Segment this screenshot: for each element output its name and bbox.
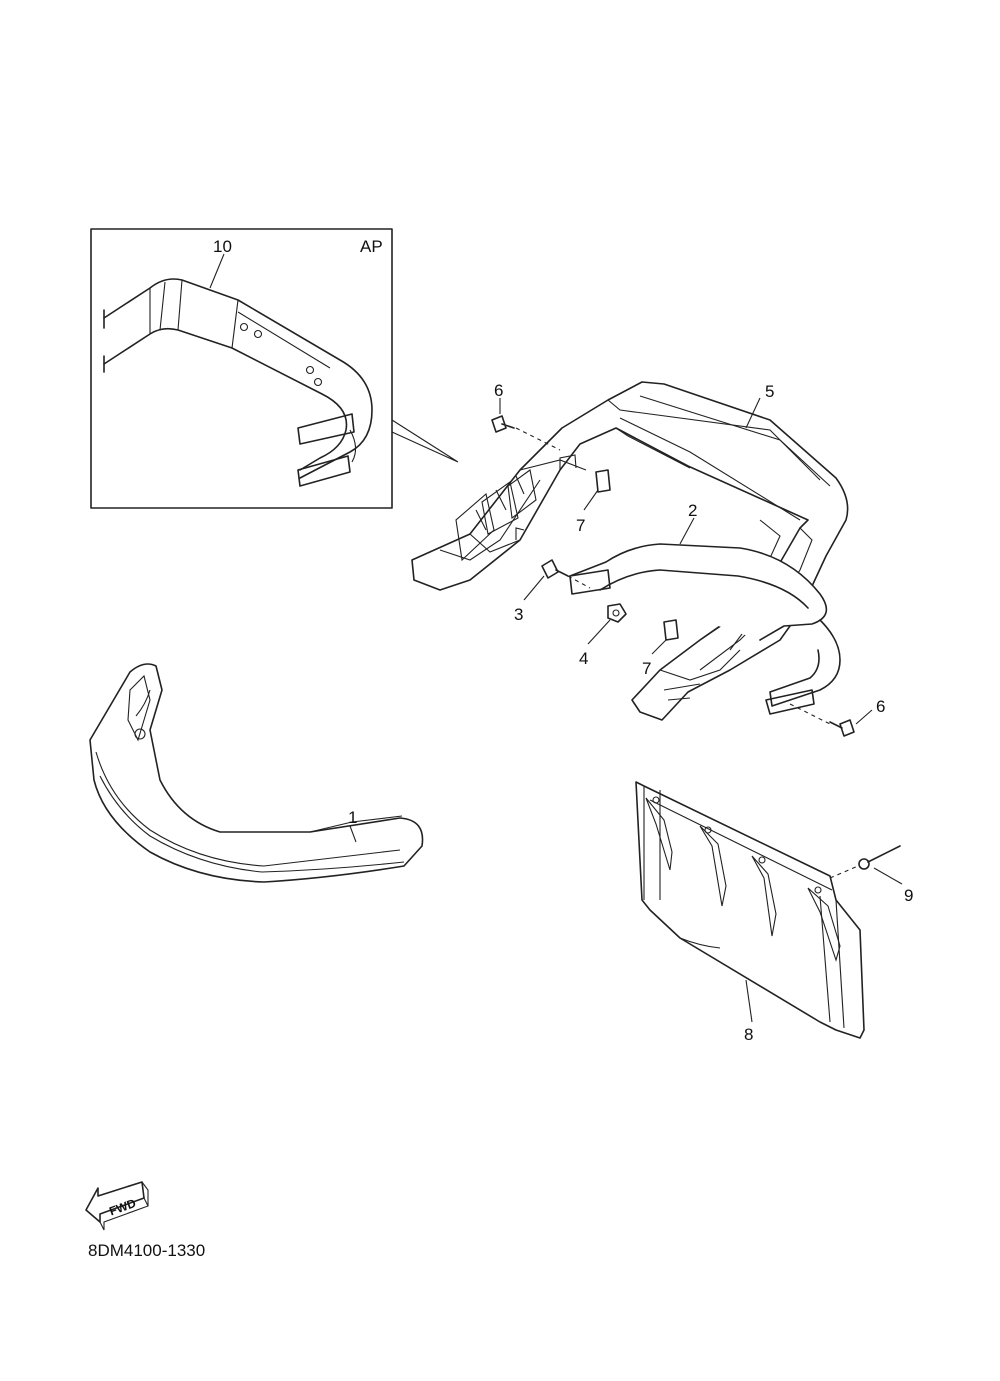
part-2-bar bbox=[569, 543, 841, 715]
callout-7b: 7 bbox=[642, 659, 651, 678]
bolt-3 bbox=[541, 559, 591, 589]
clip-nut-7b bbox=[663, 619, 679, 641]
inset-frame bbox=[90, 228, 393, 509]
part-10-bar bbox=[103, 278, 373, 487]
callout-4: 4 bbox=[579, 649, 588, 668]
callout-6b: 6 bbox=[876, 697, 885, 716]
rivet-9 bbox=[829, 845, 901, 879]
callout-10: 10 bbox=[213, 237, 232, 256]
callout-9: 9 bbox=[904, 886, 913, 905]
leader-9 bbox=[873, 867, 903, 885]
leader-6b bbox=[855, 709, 873, 725]
leader-5 bbox=[745, 397, 761, 429]
callout-2: 2 bbox=[688, 501, 697, 520]
callout-7a: 7 bbox=[576, 516, 585, 535]
leader-7a bbox=[583, 489, 599, 511]
part-1-bumper bbox=[89, 663, 424, 883]
callout-5: 5 bbox=[765, 382, 774, 401]
bolt-6b bbox=[789, 703, 855, 737]
callout-1: 1 bbox=[348, 808, 357, 827]
inset-tag: AP bbox=[360, 237, 383, 256]
leader-2 bbox=[679, 517, 695, 545]
callout-3: 3 bbox=[514, 605, 523, 624]
callout-8: 8 bbox=[744, 1025, 753, 1044]
leader-3 bbox=[523, 575, 545, 601]
inset-box: 10 AP bbox=[90, 228, 459, 509]
leader-10 bbox=[209, 253, 225, 289]
leader-8 bbox=[745, 979, 753, 1023]
leader-7b bbox=[651, 639, 667, 655]
nut-4 bbox=[607, 603, 627, 623]
callout-6a: 6 bbox=[494, 381, 503, 400]
leader-1 bbox=[349, 825, 357, 843]
clip-nut-7a bbox=[595, 469, 611, 493]
inset-pointer bbox=[391, 419, 459, 463]
leader-4 bbox=[587, 619, 611, 645]
diagram-code: 8DM4100-1330 bbox=[88, 1241, 205, 1260]
bolt-6a bbox=[491, 415, 561, 451]
part-8-flap bbox=[635, 781, 865, 1039]
fwd-arrow: FWD bbox=[85, 1181, 149, 1231]
